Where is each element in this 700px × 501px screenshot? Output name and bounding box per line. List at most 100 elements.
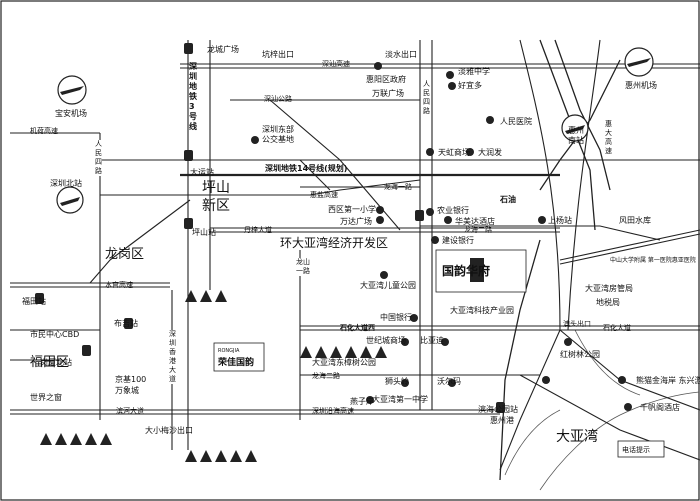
label-longhai2: 龙海二路 (464, 225, 492, 234)
road-east-diag (559, 229, 700, 261)
label-tax: 地税局 (596, 297, 620, 307)
label-shihua-east: 石化大道 (603, 323, 631, 332)
label-pingshan: 坪山 (202, 180, 230, 196)
airport-huizhou-icon (624, 47, 654, 77)
label-renmin-road: 人 民 四 路 (423, 80, 430, 116)
label-daya-first: 大亚湾第一中学 (372, 394, 428, 404)
legend-box (617, 440, 665, 458)
label-huiyan-hw: 惠盐高速 (310, 190, 338, 199)
label-shitou: 狮头岭 (385, 376, 409, 386)
label-dayawan: 大亚湾 (556, 428, 598, 445)
coastline (539, 391, 700, 491)
logo-box (213, 342, 265, 372)
label-fengtian: 风田水库 (619, 215, 651, 225)
station-shenzhen-north-icon (56, 186, 84, 214)
label-futian-station: 福田站 (22, 296, 46, 306)
label-longhai3: 龙海二路 (312, 371, 340, 380)
label-hospital: 中山大学附属 第一医院惠亚医院 (610, 256, 696, 264)
label-haoyiduo: 好宜多 (458, 80, 482, 90)
road-huida2 (567, 39, 601, 331)
label-shuiguan: 水官高速 (105, 280, 133, 289)
label-project-name: 国韵华府 (442, 263, 490, 278)
label-jihe-hw: 机荷高速 (30, 126, 58, 135)
label-danzi: 丹梓大道 (244, 225, 272, 234)
label-legend: 电话提示 (622, 445, 650, 454)
rail-4 (499, 239, 541, 481)
label-kengzi-exit: 坑梓出口 (262, 49, 294, 59)
label-shenshan-hw: 深汕高速 (322, 59, 350, 68)
label-shihua: 石化大道西 (339, 323, 375, 332)
road-huiyan (100, 179, 421, 196)
label-shenzhen-north: 深圳北站 (50, 178, 82, 188)
airport-baoan-icon (57, 75, 87, 105)
label-longhai1: 龙海一路 (384, 182, 412, 191)
label-daya-flower: 大亚湾东樟树公园 (312, 357, 376, 367)
label-shiyou: 石油 (499, 194, 516, 204)
label-shiji-mall: 世纪城商场 (366, 335, 406, 345)
label-dayun: 大运站 (190, 167, 214, 177)
label-xiqu-school: 西区第一小学 (328, 204, 376, 214)
road-longhai2 (420, 225, 661, 241)
label-longgang: 龙岗区 (105, 247, 144, 262)
label-gangxia: 岗厦北站 (40, 357, 72, 367)
coastline-east (574, 329, 641, 396)
label-xiangzhou: 深 圳 香 港 大 道 (169, 330, 176, 384)
label-xinqu: 新区 (202, 198, 230, 214)
metro-marker-group (35, 43, 505, 413)
label-world-window: 世界之窗 (30, 392, 62, 402)
label-longshan: 龙山 一路 (296, 258, 310, 276)
tree-group-4 (185, 290, 227, 302)
label-yanzi: 燕子岸 (350, 396, 374, 406)
label-logo-sub: RONGJIA (218, 348, 240, 354)
project-emblem (470, 258, 484, 282)
label-wanda: 万达广场 (340, 216, 372, 226)
label-huizhou-south: 惠州 南站 (568, 126, 584, 145)
label-wanxiang: 万象城 (115, 385, 139, 395)
label-huizhou-port: 惠州港 (490, 415, 514, 425)
label-shenhui-hw: 人 民 四 路 (95, 140, 102, 176)
label-huida-hw: 惠 大 高 速 (605, 120, 612, 156)
label-logo-text: 荣佳国韵 (217, 356, 254, 368)
road-huida (519, 39, 561, 331)
tree-group-1 (40, 433, 112, 445)
label-metro-14: 深圳地铁14号线(规划) (265, 163, 347, 173)
label-huiyang-gov: 惠阳区政府 (366, 74, 406, 84)
label-nongye-bank: 农业银行 (437, 205, 469, 215)
label-honghu-park: 红树林公园 (560, 349, 600, 359)
label-danya-school: 淡雅中学 (458, 66, 490, 76)
label-pingshan-station: 坪山站 (192, 227, 216, 237)
label-children-park: 大亚湾儿童公园 (360, 280, 416, 290)
label-darunfa: 大润发 (478, 147, 502, 157)
road-coast-east (519, 374, 700, 461)
label-aodu-exit: 澳头出口 (563, 319, 591, 328)
tree-group-2 (185, 450, 257, 462)
label-buji: 布吉站 (114, 318, 138, 328)
label-huizhou-airport: 惠州机场 (625, 80, 657, 90)
label-danshui-exit: 淡水出口 (385, 49, 417, 59)
label-civic-cbd: 市民中心CBD (30, 329, 79, 339)
label-wanlian: 万联广场 (372, 88, 404, 98)
poi-dots (251, 62, 632, 411)
station-huizhou-south-icon (561, 114, 589, 142)
label-shenzhen-east-park: 深圳东部 公交基地 (262, 125, 294, 144)
label-jingji100: 京基100 (115, 374, 146, 384)
label-woerma: 沃尔玛 (437, 376, 461, 386)
road-shuiguan (89, 199, 191, 284)
label-shangyang: 上杨站 (548, 215, 572, 225)
road-se (559, 329, 700, 411)
label-daya-fangguan: 大亚湾房管局 (585, 283, 633, 293)
label-daya-tech: 大亚湾科技产业园 (450, 305, 514, 315)
label-xiaojinhai: 熊猫金海岸 东兴游乐场 (636, 375, 700, 385)
label-china-bank: 中国银行 (380, 312, 412, 322)
label-huanbay: 环大亚湾经济开发区 (280, 235, 388, 250)
road-east-diag2 (559, 233, 700, 265)
label-longcheng-plaza: 龙城广场 (207, 44, 239, 54)
label-biyadi: 比亚迪 (420, 335, 444, 345)
label-xiaomeisha: 大小梅沙出口 (145, 425, 193, 435)
label-jianshe-bank: 建设银行 (442, 235, 474, 245)
tree-group-3 (300, 346, 387, 358)
coastline-inner (504, 409, 561, 476)
